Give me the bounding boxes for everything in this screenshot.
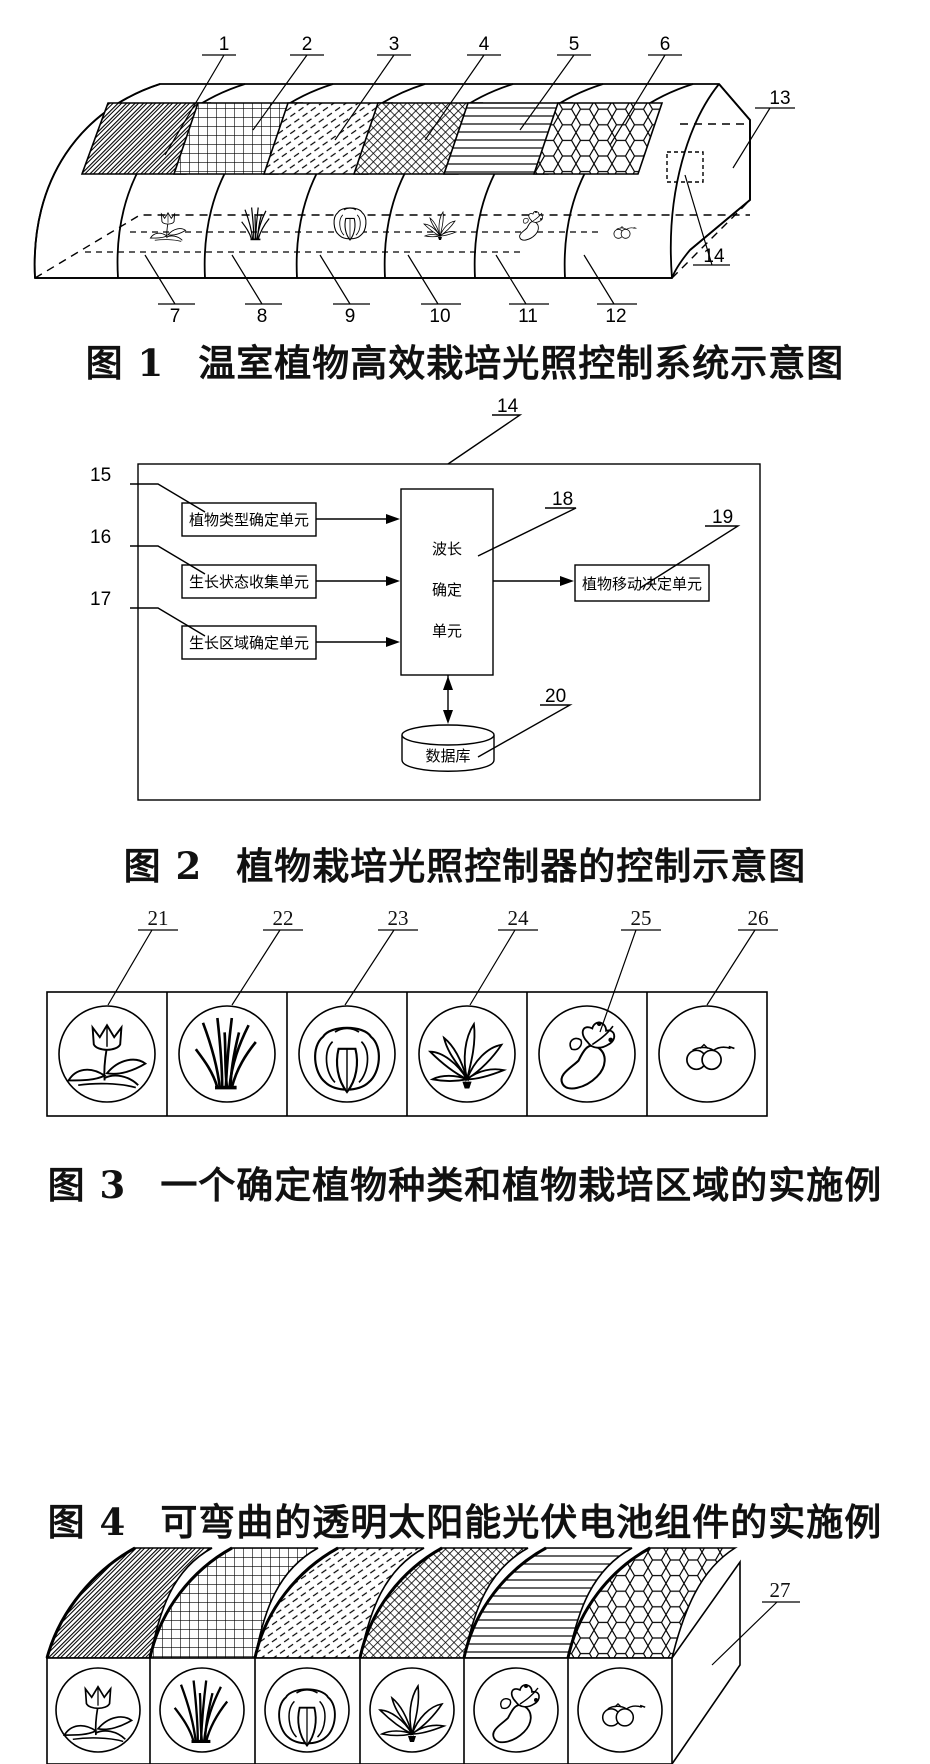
fig2-caption: 图 2 植物栽培光照控制器的控制示意图 (0, 836, 930, 890)
fig2-database-text: 数据库 (425, 747, 470, 765)
fig3-leader-lines (107, 929, 778, 1033)
fig2-caption-number: 图 2 (123, 844, 203, 888)
fig1-label-11: 11 (518, 306, 538, 327)
fig2-label-20: 20 (545, 686, 566, 707)
fig4-caption-text: 可弯曲的透明太阳能光伏电池组件的实施例 (160, 1501, 883, 1544)
fig2-box-15 (181, 502, 317, 537)
fig1-label-7: 7 (170, 306, 181, 327)
fig2-block-diagram (130, 414, 761, 801)
fig1-label-6: 6 (660, 34, 671, 55)
fig3-label-22: 22 (273, 906, 294, 930)
fig4-label-27: 27 (770, 1578, 791, 1602)
fig2-labels: 植物类型确定单元 生长状态收集单元 生长区域确定单元 植物移动决定单元 波长 确… (90, 396, 733, 765)
fig1-label-3: 3 (389, 34, 400, 55)
fig3-cabbage-icon (314, 1026, 380, 1094)
fig1-label-2: 2 (302, 34, 313, 55)
fig4-caption: 图 4 可弯曲的透明太阳能光伏电池组件的实施例 (0, 1492, 930, 1546)
fig3-label-25: 25 (631, 906, 652, 930)
fig4-solar-modules (45, 1546, 741, 1764)
fig1-label-13: 13 (769, 88, 790, 109)
fig2-box-18-line2: 确定 (432, 581, 462, 599)
fig2-label-15: 15 (90, 465, 111, 486)
fig1-label-4: 4 (479, 34, 490, 55)
fig2-box-17 (181, 625, 317, 660)
fig2-box-16 (181, 564, 317, 599)
fig2-label-18: 18 (552, 489, 573, 510)
fig2-box-15-text: 植物类型确定单元 (189, 511, 309, 529)
fig3-caption: 图 3 一个确定植物种类和植物栽培区域的实施例 (0, 1155, 930, 1209)
fig2-label-19: 19 (712, 507, 733, 528)
fig2-box-18-line3: 单元 (432, 622, 462, 640)
fig2-box-16-text: 生长状态收集单元 (189, 573, 309, 591)
fig2-box-17-text: 生长区域确定单元 (189, 634, 309, 652)
fig1-labels: 1 2 3 4 5 6 13 14 7 8 9 10 11 12 (170, 34, 791, 327)
fig3-labels: 21 22 23 24 25 26 (148, 906, 769, 930)
fig1-label-14: 14 (703, 246, 725, 267)
fig1-solar-panels (80, 102, 664, 175)
fig1-label-8: 8 (257, 306, 268, 327)
fig3-label-21: 21 (148, 906, 169, 930)
fig4-caption-number: 图 4 (47, 1500, 127, 1544)
fig1-label-9: 9 (345, 306, 356, 327)
fig3-caption-text: 一个确定植物种类和植物栽培区域的实施例 (160, 1164, 883, 1207)
fig2-box-19-text: 植物移动决定单元 (582, 575, 702, 593)
fig1-label-5: 5 (569, 34, 580, 55)
fig1-label-1: 1 (219, 34, 230, 55)
fig2-label-17: 17 (90, 589, 111, 610)
fig4-leader-lines (711, 1601, 800, 1666)
fig1-leader-lines (144, 54, 795, 305)
fig1-panel-6 (532, 102, 664, 175)
fig2-caption-text: 植物栽培光照控制器的控制示意图 (236, 845, 807, 888)
fig3-plant-grid (46, 991, 768, 1117)
fig3-label-23: 23 (388, 906, 409, 930)
fig2-box-18-line1: 波长 (432, 540, 462, 558)
fig2-label-14: 14 (497, 396, 519, 417)
fig2-box-18 (400, 488, 494, 676)
fig3-caption-number: 图 3 (47, 1163, 127, 1207)
fig2-arrowheads (386, 514, 574, 724)
fig1-label-12: 12 (605, 306, 626, 327)
fig1-label-10: 10 (429, 306, 450, 327)
fig3-label-24: 24 (508, 906, 530, 930)
fig2-box-19 (574, 564, 710, 602)
fig1-cabbage-icon (333, 207, 367, 241)
fig2-database-cylinder (401, 724, 495, 772)
fig4-cabbage-icon (278, 1688, 336, 1747)
fig2-label-16: 16 (90, 527, 111, 548)
fig1-caption: 图 1 温室植物高效栽培光照控制系统示意图 (0, 333, 930, 387)
fig3-label-26: 26 (748, 906, 769, 930)
fig1-caption-text: 温室植物高效栽培光照控制系统示意图 (198, 342, 845, 385)
fig1-caption-number: 图 1 (85, 341, 165, 385)
